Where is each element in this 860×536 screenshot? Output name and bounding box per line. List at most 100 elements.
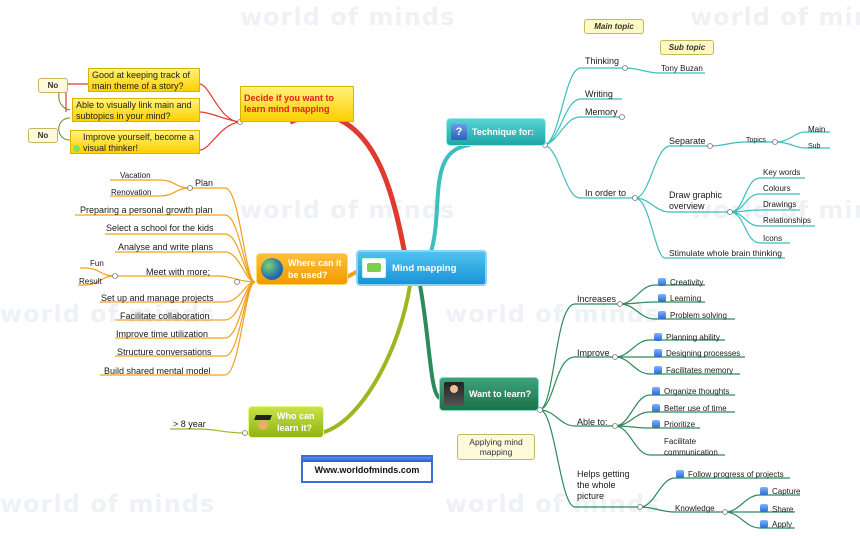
arrow-icon — [654, 333, 662, 341]
node-fun[interactable]: Fun — [90, 259, 104, 268]
node-colours[interactable]: Colours — [763, 184, 791, 193]
node-sub[interactable]: Sub — [808, 143, 821, 150]
website-titlebar — [303, 457, 431, 462]
node-where-item[interactable]: Analyse and write plans — [118, 242, 214, 252]
watermark: world of minds — [0, 300, 216, 328]
node-helps[interactable]: Helps getting the whole picture — [577, 469, 630, 501]
node-where-item[interactable]: Facilitate collaboration — [120, 311, 210, 321]
globe-icon — [261, 258, 283, 280]
arrow-icon — [658, 311, 666, 319]
central-topic[interactable]: Mind mapping — [356, 250, 487, 286]
node-learning[interactable]: Learning — [670, 294, 702, 303]
no-callout: No — [28, 128, 58, 143]
node-better-time[interactable]: Better use of time — [664, 404, 727, 413]
arrow-icon — [658, 278, 666, 286]
main-topic-callout: Main topic — [584, 19, 644, 34]
bulb-icon — [73, 145, 80, 152]
arrow-icon — [654, 349, 662, 357]
decide-item-label: Improve yourself, become a visual thinke… — [83, 132, 195, 153]
watermark: world of minds — [240, 3, 456, 31]
node-meet[interactable]: Meet with more; — [146, 267, 211, 277]
watermark: world of minds — [445, 490, 661, 518]
arrow-icon — [658, 294, 666, 302]
node-capture[interactable]: Capture — [772, 487, 801, 496]
arrow-icon — [652, 420, 660, 428]
arrow-icon — [652, 387, 660, 395]
person-icon — [444, 382, 464, 406]
node-vacation[interactable]: Vacation — [120, 171, 151, 180]
arrow-icon — [652, 404, 660, 412]
decide-item-label: Able to visually link main and subtopics… — [76, 100, 192, 121]
node-able-to[interactable]: Able to: — [577, 417, 608, 427]
node-relationships[interactable]: Relationships — [763, 216, 812, 225]
decide-item[interactable]: Able to visually link main and subtopics… — [72, 98, 200, 122]
arrow-icon — [654, 366, 662, 374]
node-tony-buzan[interactable]: Tony Buzan — [661, 64, 703, 73]
node-where-item[interactable]: Preparing a personal growth plan — [80, 205, 213, 215]
node-planning[interactable]: Planning ability — [666, 333, 720, 342]
mind-map-icon — [362, 258, 386, 278]
decide-item-label: Good at keeping track of main theme of a… — [92, 70, 191, 91]
node-improve[interactable]: Improve — [577, 348, 610, 358]
node-stimulate[interactable]: Stimulate whole brain thinking — [669, 248, 782, 258]
arrow-icon — [760, 520, 768, 528]
watermark: world of minds — [0, 490, 216, 518]
who-topic[interactable]: Who can learn it? — [248, 406, 324, 438]
node-where-item[interactable]: Structure conversations — [117, 347, 212, 357]
watermark: world of minds — [690, 3, 860, 31]
node-thinking[interactable]: Thinking — [585, 56, 620, 66]
node-knowledge[interactable]: Knowledge — [675, 504, 715, 513]
node-increases[interactable]: Increases — [577, 294, 617, 304]
arrow-icon — [676, 470, 684, 478]
node-facilitate-communication[interactable]: Facilitate communication — [664, 437, 718, 457]
node-main[interactable]: Main — [808, 125, 826, 134]
node-in-order-to[interactable]: In order to — [585, 188, 627, 198]
website-link[interactable]: Www.worldofminds.com — [301, 455, 433, 483]
node-organize[interactable]: Organize thoughts — [664, 387, 730, 396]
node-renovation[interactable]: Renovation — [111, 188, 152, 197]
arrow-icon — [760, 504, 768, 512]
node-facilitates-memory[interactable]: Facilitates memory — [666, 366, 734, 375]
technique-topic[interactable]: ? Technique for: — [446, 118, 546, 146]
node-age[interactable]: > 8 year — [173, 419, 206, 429]
node-share[interactable]: Share — [772, 505, 794, 514]
node-problem-solving[interactable]: Problem solving — [670, 311, 727, 320]
learn-topic[interactable]: Want to learn? — [439, 377, 539, 411]
decide-item[interactable]: Good at keeping track of main theme of a… — [88, 68, 200, 92]
learn-label: Want to learn? — [469, 389, 532, 399]
decide-item[interactable]: Improve yourself, become a visual thinke… — [70, 130, 200, 154]
node-where-item[interactable]: Improve time utilization — [116, 329, 209, 339]
node-follow-progress[interactable]: Follow progress of projects — [688, 470, 784, 479]
node-key-words[interactable]: Key words — [763, 168, 801, 177]
applying-callout: Applying mind mapping — [457, 434, 535, 460]
arrow-icon — [760, 487, 768, 495]
node-where-item[interactable]: Set up and manage projects — [101, 293, 214, 303]
node-creativity[interactable]: Creativity — [670, 278, 704, 287]
sub-topic-callout: Sub topic — [660, 40, 714, 55]
node-icons[interactable]: Icons — [763, 234, 783, 243]
node-prioritize[interactable]: Prioritize — [664, 420, 696, 429]
question-icon: ? — [451, 124, 467, 140]
website-label: Www.worldofminds.com — [314, 465, 420, 475]
node-draw-graphic[interactable]: Draw graphic overview — [669, 190, 723, 211]
node-apply[interactable]: Apply — [772, 520, 793, 529]
where-topic[interactable]: Where can it be used? — [256, 253, 348, 285]
node-result[interactable]: Result — [79, 277, 102, 286]
decide-title[interactable]: Decide if you want to learn mind mapping — [240, 86, 354, 122]
technique-label: Technique for: — [472, 127, 534, 137]
decide-title-label: Decide if you want to learn mind mapping — [244, 93, 335, 114]
node-memory[interactable]: Memory — [585, 107, 618, 117]
watermark: world of minds — [240, 196, 456, 224]
node-designing[interactable]: Designing processes — [666, 349, 741, 358]
node-writing[interactable]: Writing — [585, 89, 613, 99]
graduate-icon — [253, 412, 273, 432]
node-topics[interactable]: Topics — [746, 137, 766, 144]
node-separate[interactable]: Separate — [669, 136, 706, 146]
node-drawings[interactable]: Drawings — [763, 200, 797, 209]
central-topic-label: Mind mapping — [392, 262, 457, 274]
node-plan[interactable]: Plan — [195, 178, 214, 188]
node-where-item[interactable]: Build shared mental model — [104, 366, 211, 376]
who-label: Who can learn it? — [277, 411, 315, 433]
node-where-item[interactable]: Select a school for the kids — [106, 223, 214, 233]
no-callout: No — [38, 78, 68, 93]
